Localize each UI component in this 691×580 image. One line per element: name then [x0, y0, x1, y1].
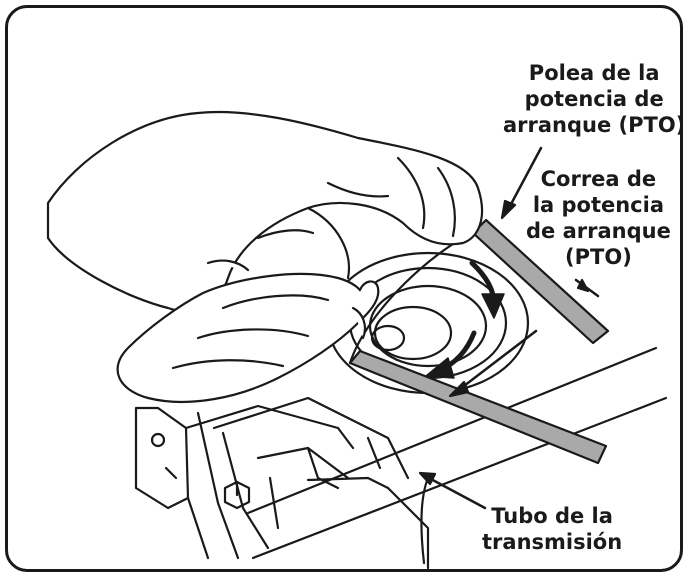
pulley-label-line2: potencia de	[503, 86, 683, 112]
deck-housing	[136, 398, 428, 568]
figure-frame: Polea de la potencia de arranque (PTO) C…	[5, 5, 683, 572]
belt-label-line4: (PTO)	[526, 244, 671, 270]
tube-label-line1: Tubo de la	[482, 503, 622, 529]
belt-label-line3: de arranque	[526, 218, 671, 244]
belt-label-line1: Correa de	[526, 166, 671, 192]
pulley-label-line1: Polea de la	[503, 60, 683, 86]
belt-label-line2: la potencia	[526, 192, 671, 218]
rotation-arrows	[426, 263, 504, 378]
bolt	[225, 482, 249, 508]
pulley-label-line3: arranque (PTO)	[503, 112, 683, 138]
pulley-label: Polea de la potencia de arranque (PTO)	[503, 60, 683, 138]
tube-label-line2: transmisión	[482, 529, 622, 555]
belt-label: Correa de la potencia de arranque (PTO)	[526, 166, 671, 270]
tube-label: Tubo de la transmisión	[482, 503, 622, 555]
